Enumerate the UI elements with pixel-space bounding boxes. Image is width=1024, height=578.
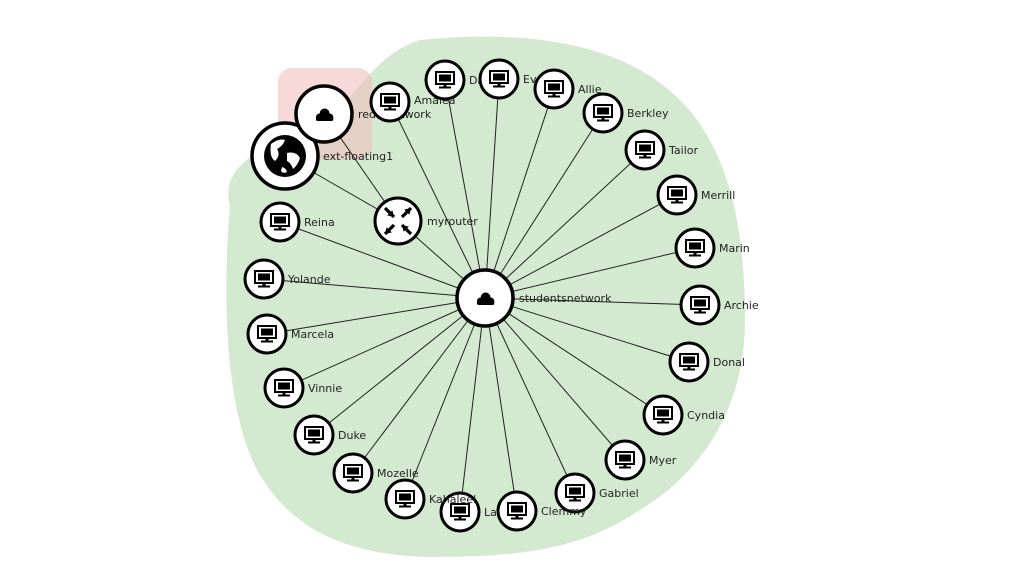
node-gabriel[interactable]: Gabriel xyxy=(554,472,639,514)
node-cyndia[interactable]: Cyndia xyxy=(642,394,725,436)
node-label: Tailor xyxy=(668,144,698,157)
node-myer[interactable]: Myer xyxy=(604,439,677,481)
node-label: Myer xyxy=(649,454,677,467)
link-studentsnetwork-myer xyxy=(484,297,626,461)
node-ext_floating1[interactable]: ext-floating1 xyxy=(250,121,393,191)
node-label: Merrill xyxy=(701,189,735,202)
link-studentsnetwork-danny xyxy=(444,79,486,299)
link-studentsnetwork-ev xyxy=(484,78,500,299)
node-label: Reina xyxy=(304,216,335,229)
link-studentsnetwork-marin xyxy=(484,247,696,299)
node-label: Vinnie xyxy=(308,382,342,395)
link-studentsnetwork-mozelle xyxy=(352,297,486,474)
node-label: Cyndia xyxy=(687,409,725,422)
node-label: Mozelle xyxy=(377,467,419,480)
monitor-icon xyxy=(565,484,585,502)
monitor-icon xyxy=(544,80,564,98)
link-studentsnetwork-merrill xyxy=(484,194,678,299)
node-archie[interactable]: Archie xyxy=(679,284,759,326)
link-studentsnetwork-reina xyxy=(279,221,486,299)
node-label: Kahaleel xyxy=(429,493,476,506)
link-studentsnetwork-cyndia xyxy=(484,297,664,416)
link-studentsnetwork-marcela xyxy=(266,297,486,335)
node-berkley[interactable]: Berkley xyxy=(582,92,669,134)
monitor-icon xyxy=(380,93,400,111)
cloud-icon xyxy=(476,292,495,305)
node-label: La xyxy=(484,506,497,519)
link-studentsnetwork-allie xyxy=(484,88,555,299)
monitor-icon xyxy=(685,239,705,257)
node-circle xyxy=(373,196,423,246)
link-studentsnetwork-tailor xyxy=(484,149,646,299)
node-label: Marin xyxy=(719,242,750,255)
monitor-icon xyxy=(254,270,274,288)
node-mozelle[interactable]: Mozelle xyxy=(332,452,419,494)
node-label: Marcela xyxy=(291,328,334,341)
link-studentsnetwork-yolande xyxy=(263,278,486,299)
monitor-icon xyxy=(450,503,470,521)
link-studentsnetwork-gabriel xyxy=(484,297,576,494)
node-merrill[interactable]: Merrill xyxy=(656,174,735,216)
node-duke[interactable]: Duke xyxy=(293,414,366,456)
globe-icon xyxy=(264,135,306,177)
monitor-icon xyxy=(274,379,294,397)
node-reina[interactable]: Reina xyxy=(259,201,335,243)
node-studentsnetwork[interactable]: studentsnetwork xyxy=(455,268,612,328)
monitor-icon xyxy=(653,406,673,424)
cloud-icon xyxy=(315,108,334,121)
node-label: Clemmy xyxy=(541,505,587,518)
node-ev[interactable]: Ev xyxy=(478,58,537,100)
node-label: Duke xyxy=(338,429,366,442)
monitor-icon xyxy=(489,70,509,88)
node-kahaleel[interactable]: Kahaleel xyxy=(384,478,476,520)
monitor-icon xyxy=(304,426,324,444)
monitor-icon xyxy=(667,186,687,204)
node-label: Ev xyxy=(523,73,537,86)
node-label: Berkley xyxy=(627,107,669,120)
link-studentsnetwork-duke xyxy=(313,297,486,436)
node-label: Allie xyxy=(578,83,602,96)
link-studentsnetwork-donal xyxy=(484,297,690,363)
monitor-icon xyxy=(270,213,290,231)
monitor-icon xyxy=(507,502,527,520)
monitor-icon xyxy=(635,141,655,159)
link-studentsnetwork-amalea xyxy=(389,101,486,299)
monitor-icon xyxy=(435,71,455,89)
node-allie[interactable]: Allie xyxy=(533,68,602,110)
node-myrouter[interactable]: myrouter xyxy=(373,196,478,246)
link-studentsnetwork-archie xyxy=(484,297,701,306)
monitor-icon xyxy=(615,451,635,469)
monitor-icon xyxy=(690,296,710,314)
monitor-icon xyxy=(395,490,415,508)
node-donal[interactable]: Donal xyxy=(668,341,745,383)
link-studentsnetwork-la xyxy=(459,297,486,513)
node-vinnie[interactable]: Vinnie xyxy=(263,367,342,409)
link-studentsnetwork-vinnie xyxy=(283,297,486,389)
link-studentsnetwork-berkley xyxy=(484,112,604,299)
node-label: Archie xyxy=(724,299,759,312)
node-marin[interactable]: Marin xyxy=(674,227,750,269)
router-icon xyxy=(383,206,413,236)
node-label: ext-floating1 xyxy=(323,150,393,163)
node-label: Gabriel xyxy=(599,487,639,500)
node-la[interactable]: La xyxy=(439,491,497,533)
monitor-icon xyxy=(593,104,613,122)
link-studentsnetwork-kahaleel xyxy=(404,297,486,500)
monitor-icon xyxy=(679,353,699,371)
node-tailor[interactable]: Tailor xyxy=(624,129,698,171)
node-label: studentsnetwork xyxy=(519,292,612,305)
node-marcela[interactable]: Marcela xyxy=(246,313,334,355)
monitor-icon xyxy=(257,325,277,343)
node-label: myrouter xyxy=(427,215,478,228)
monitor-icon xyxy=(343,464,363,482)
node-label: Yolande xyxy=(287,273,331,286)
node-yolande[interactable]: Yolande xyxy=(243,258,331,300)
node-clemmy[interactable]: Clemmy xyxy=(496,490,587,532)
link-studentsnetwork-clemmy xyxy=(484,297,518,512)
node-label: Donal xyxy=(713,356,745,369)
